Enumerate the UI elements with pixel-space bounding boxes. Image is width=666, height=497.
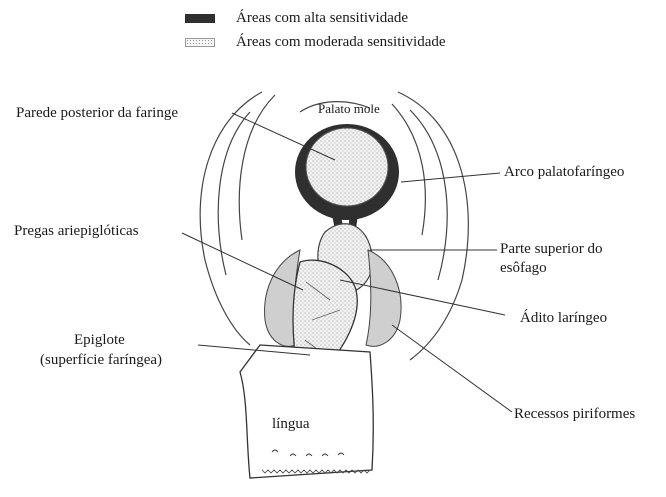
label-lingua: língua (272, 415, 310, 433)
label-parede-posterior: Parede posterior da faringe (16, 104, 178, 122)
label-pregas-ariepigloticas: Pregas ariepiglóticas (14, 222, 139, 240)
parede-posterior-area (306, 128, 388, 206)
label-adito-laringeo: Ádito laríngeo (520, 309, 607, 327)
leader-recessos-piriformes (392, 325, 512, 412)
legend-label-moderate: Áreas com moderada sensitividade (236, 33, 446, 51)
label-recessos-piriformes: Recessos piriformes (514, 405, 635, 423)
label-epiglote-2: (superfície faríngea) (40, 351, 162, 369)
leader-adito-laringeo (340, 280, 505, 315)
recesso-piriforme-right (366, 250, 401, 346)
legend-moderate: Áreas com moderada sensitividade (185, 33, 446, 51)
label-parte-superior-1: Parte superior do (500, 240, 602, 258)
legend-swatch-high (185, 14, 215, 23)
legend-label-high: Áreas com alta sensitividade (236, 9, 408, 27)
label-arco-palatofaringeo: Arco palatofaríngeo (504, 163, 624, 181)
label-parte-superior-2: esôfago (500, 259, 547, 277)
lingua-shape (240, 345, 373, 478)
label-epiglote-1: Epiglote (74, 331, 125, 349)
legend-swatch-moderate (185, 38, 215, 47)
legend-high: Áreas com alta sensitividade (185, 9, 408, 27)
leader-arco-palatofaringeo (401, 173, 500, 182)
label-palato-mole: Palato mole (318, 100, 380, 118)
